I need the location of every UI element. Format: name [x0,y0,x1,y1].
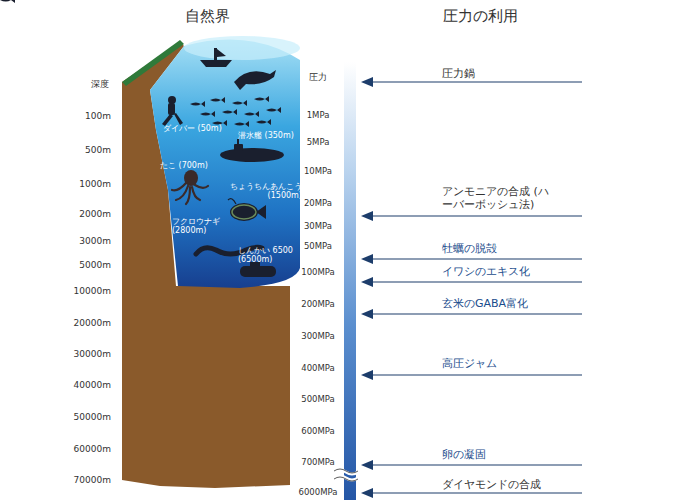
use-label: ダイヤモンドの合成 [442,479,541,492]
use-label: 圧力鍋 [442,68,475,81]
depth-tick: 2000m [79,209,111,219]
pressure-tick: 700MPa [301,458,335,468]
depth-tick: 500m [85,145,111,155]
pressure-tick: 300MPa [301,332,335,342]
depth-tick: 60000m [74,444,111,454]
pressure-tick: 6000MPa [299,488,338,498]
column-title: 自然界 [185,8,230,25]
pressure-tick: 1MPa [307,111,330,121]
depth-tick: 1000m [79,179,111,189]
use-label: イワシのエキス化 [442,266,530,279]
creature-label: フクロウナギ (2800m) [172,217,234,235]
pressure-tick: 600MPa [301,427,335,437]
pressure-tick: 100MPa [301,268,335,278]
use-label: 卵の凝固 [442,449,486,462]
depth-tick: 50000m [74,412,111,422]
pressure-tick: 400MPa [301,364,335,374]
depth-tick: 30000m [74,349,111,359]
depth-tick: 20000m [74,318,111,328]
creature-label: たこ (700m) [160,161,208,170]
pressure-tick: 200MPa [301,300,335,310]
use-label: アンモニアの合成 (ハーバーボッシュ法) [442,186,552,211]
use-label: 玄米のGABA富化 [442,298,528,311]
axis-title: 深度 [91,79,109,89]
depth-tick: 5000m [79,260,111,270]
pressure-tick: 500MPa [301,395,335,405]
depth-tick: 10000m [74,286,111,296]
axis-title: 圧力 [309,72,327,82]
pressure-tick: 50MPa [304,242,332,252]
pressure-tick: 5MPa [307,138,330,148]
creature-label: ちょうちんあんこう (1500m) [218,182,302,200]
depth-tick: 40000m [74,380,111,390]
creature-label: ダイバー (50m) [163,124,222,133]
creature-label: 潜水艦 (350m) [238,131,294,140]
depth-tick: 100m [85,111,111,121]
depth-tick: 70000m [74,475,111,485]
depth-tick: 3000m [79,236,111,246]
column-title: 圧力の利用 [443,8,518,25]
pressure-tick: 10MPa [304,167,332,177]
creature-label: しんかい 6500 (6500m) [238,246,300,264]
use-label: 牡蠣の脱殻 [442,243,497,256]
pressure-tick: 20MPa [304,199,332,209]
use-label: 高圧ジャム [442,358,497,371]
pressure-tick: 30MPa [304,222,332,232]
